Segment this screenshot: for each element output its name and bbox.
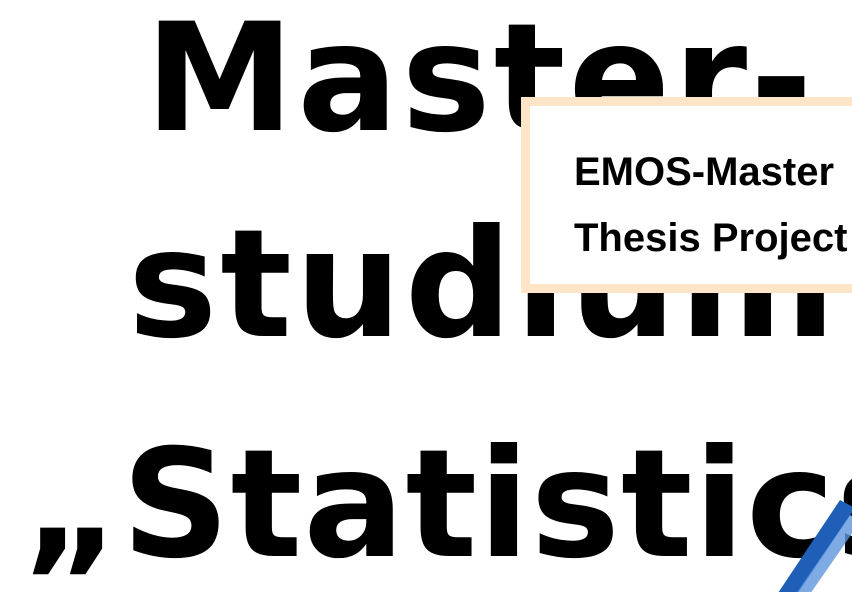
title-line-statistics: „Statistics“ bbox=[22, 418, 852, 592]
callout-line-thesis-project: Thesis Project bbox=[574, 216, 848, 260]
thesis-project-callout: EMOS-Master Thesis Project bbox=[521, 97, 852, 293]
blue-swoosh-icon bbox=[778, 500, 852, 592]
callout-line-emos-master: EMOS-Master bbox=[574, 150, 835, 194]
